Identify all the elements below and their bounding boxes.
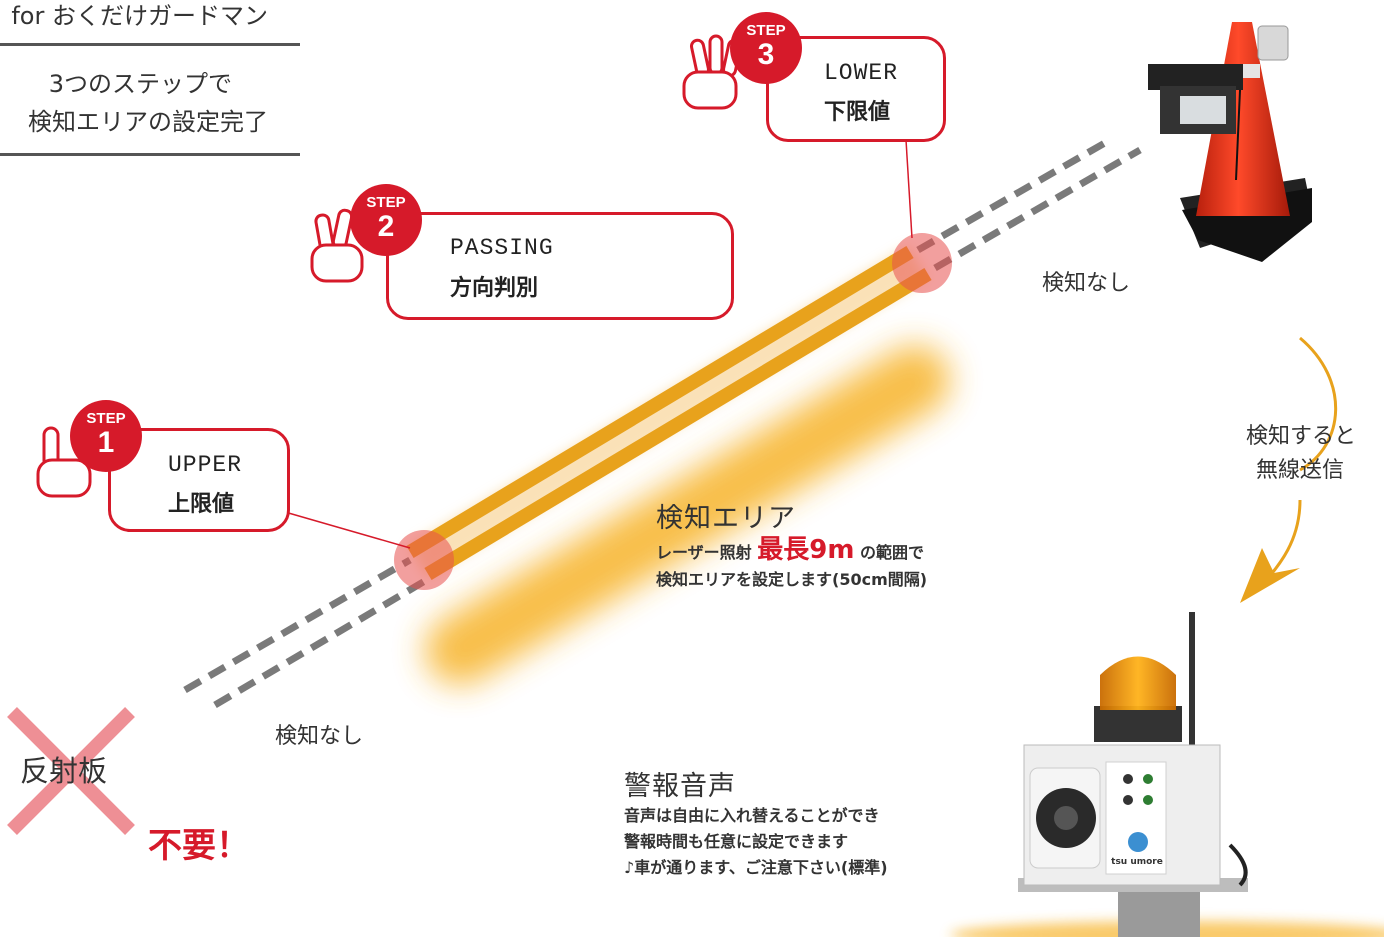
step2-badge: STEP 2: [350, 184, 422, 256]
hand-one-icon: [36, 426, 92, 498]
wireless-label-line1: 検知すると: [1246, 424, 1357, 449]
header-divider-bottom: [0, 153, 300, 156]
header-subtitle: for おくだけガードマン: [11, 2, 268, 30]
alarm-title: 警報音声: [624, 771, 736, 802]
lower-point-marker: [892, 233, 952, 293]
step2-box: [386, 212, 734, 320]
laser-beam: [406, 245, 932, 581]
wireless-arrow: [1240, 336, 1338, 603]
alarm-brand-logo: tsu umore: [1111, 857, 1163, 867]
step2-en-label: PASSING: [450, 235, 554, 261]
alarm-description: 音声は自由に入れ替えることができ 警報時間も任意に設定できます ♪車が通ります、…: [624, 803, 1004, 881]
detection-area-line2: 検知エリアを設定します(50cm間隔): [656, 570, 928, 589]
detection-area-title: 検知エリア: [656, 503, 796, 534]
step2-badge-number: 2: [377, 210, 395, 243]
step2-jp-label: 方向判別: [450, 276, 539, 301]
header-tagline-line2: 検知エリアの設定完了: [28, 108, 268, 136]
no-detection-label-upper: 検知なし: [1042, 271, 1131, 296]
step1-en-label: UPPER: [168, 452, 243, 478]
hand-three-icon: [682, 34, 742, 110]
detection-area-line1-prefix: レーザー照射: [656, 543, 752, 562]
hand-two-icon: [310, 208, 364, 283]
detection-area-glow: [425, 345, 950, 685]
reflector-cross-icon: [7, 707, 135, 835]
step1-jp-label: 上限値: [168, 492, 235, 517]
detection-area-line1-suffix: の範囲で: [860, 543, 925, 562]
step3-connector: [905, 139, 913, 239]
reflector-label: 反射板: [20, 754, 108, 788]
upper-point-marker: [394, 530, 454, 590]
alarm-line1: 音声は自由に入れ替えることができ: [624, 806, 880, 825]
step3-en-label: LOWER: [824, 60, 899, 86]
cone-sensor-device: [1148, 22, 1312, 262]
step3-badge: STEP 3: [730, 12, 802, 84]
detection-area-description: レーザー照射 最長9m の範囲で 検知エリアを設定します(50cm間隔): [656, 537, 1036, 593]
reflector-not-needed: 不要！: [148, 826, 250, 866]
step1-connector: [284, 511, 411, 549]
wireless-label-line2: 無線送信: [1256, 458, 1345, 483]
step1-badge-label: STEP: [86, 410, 126, 427]
alarm-line3: ♪車が通ります、ご注意下さい(標準): [624, 858, 888, 877]
alarm-device: [950, 612, 1384, 937]
detection-area-range: 最長9m: [757, 535, 855, 565]
header-tagline-line1: 3つのステップで: [48, 70, 232, 98]
step1-badge-number: 1: [97, 426, 115, 459]
step1-badge: STEP 1: [70, 400, 142, 472]
detection-area-line1: レーザー照射 最長9m の範囲で: [656, 537, 1036, 566]
header-divider-top: [0, 43, 300, 46]
step3-badge-number: 3: [757, 38, 775, 71]
step3-badge-label: STEP: [746, 22, 786, 39]
step2-badge-label: STEP: [366, 194, 406, 211]
step3-jp-label: 下限値: [824, 100, 891, 125]
no-detection-label-lower: 検知なし: [275, 724, 364, 749]
alarm-line2: 警報時間も任意に設定できます: [624, 832, 849, 851]
no-detection-lines: [183, 136, 1142, 709]
